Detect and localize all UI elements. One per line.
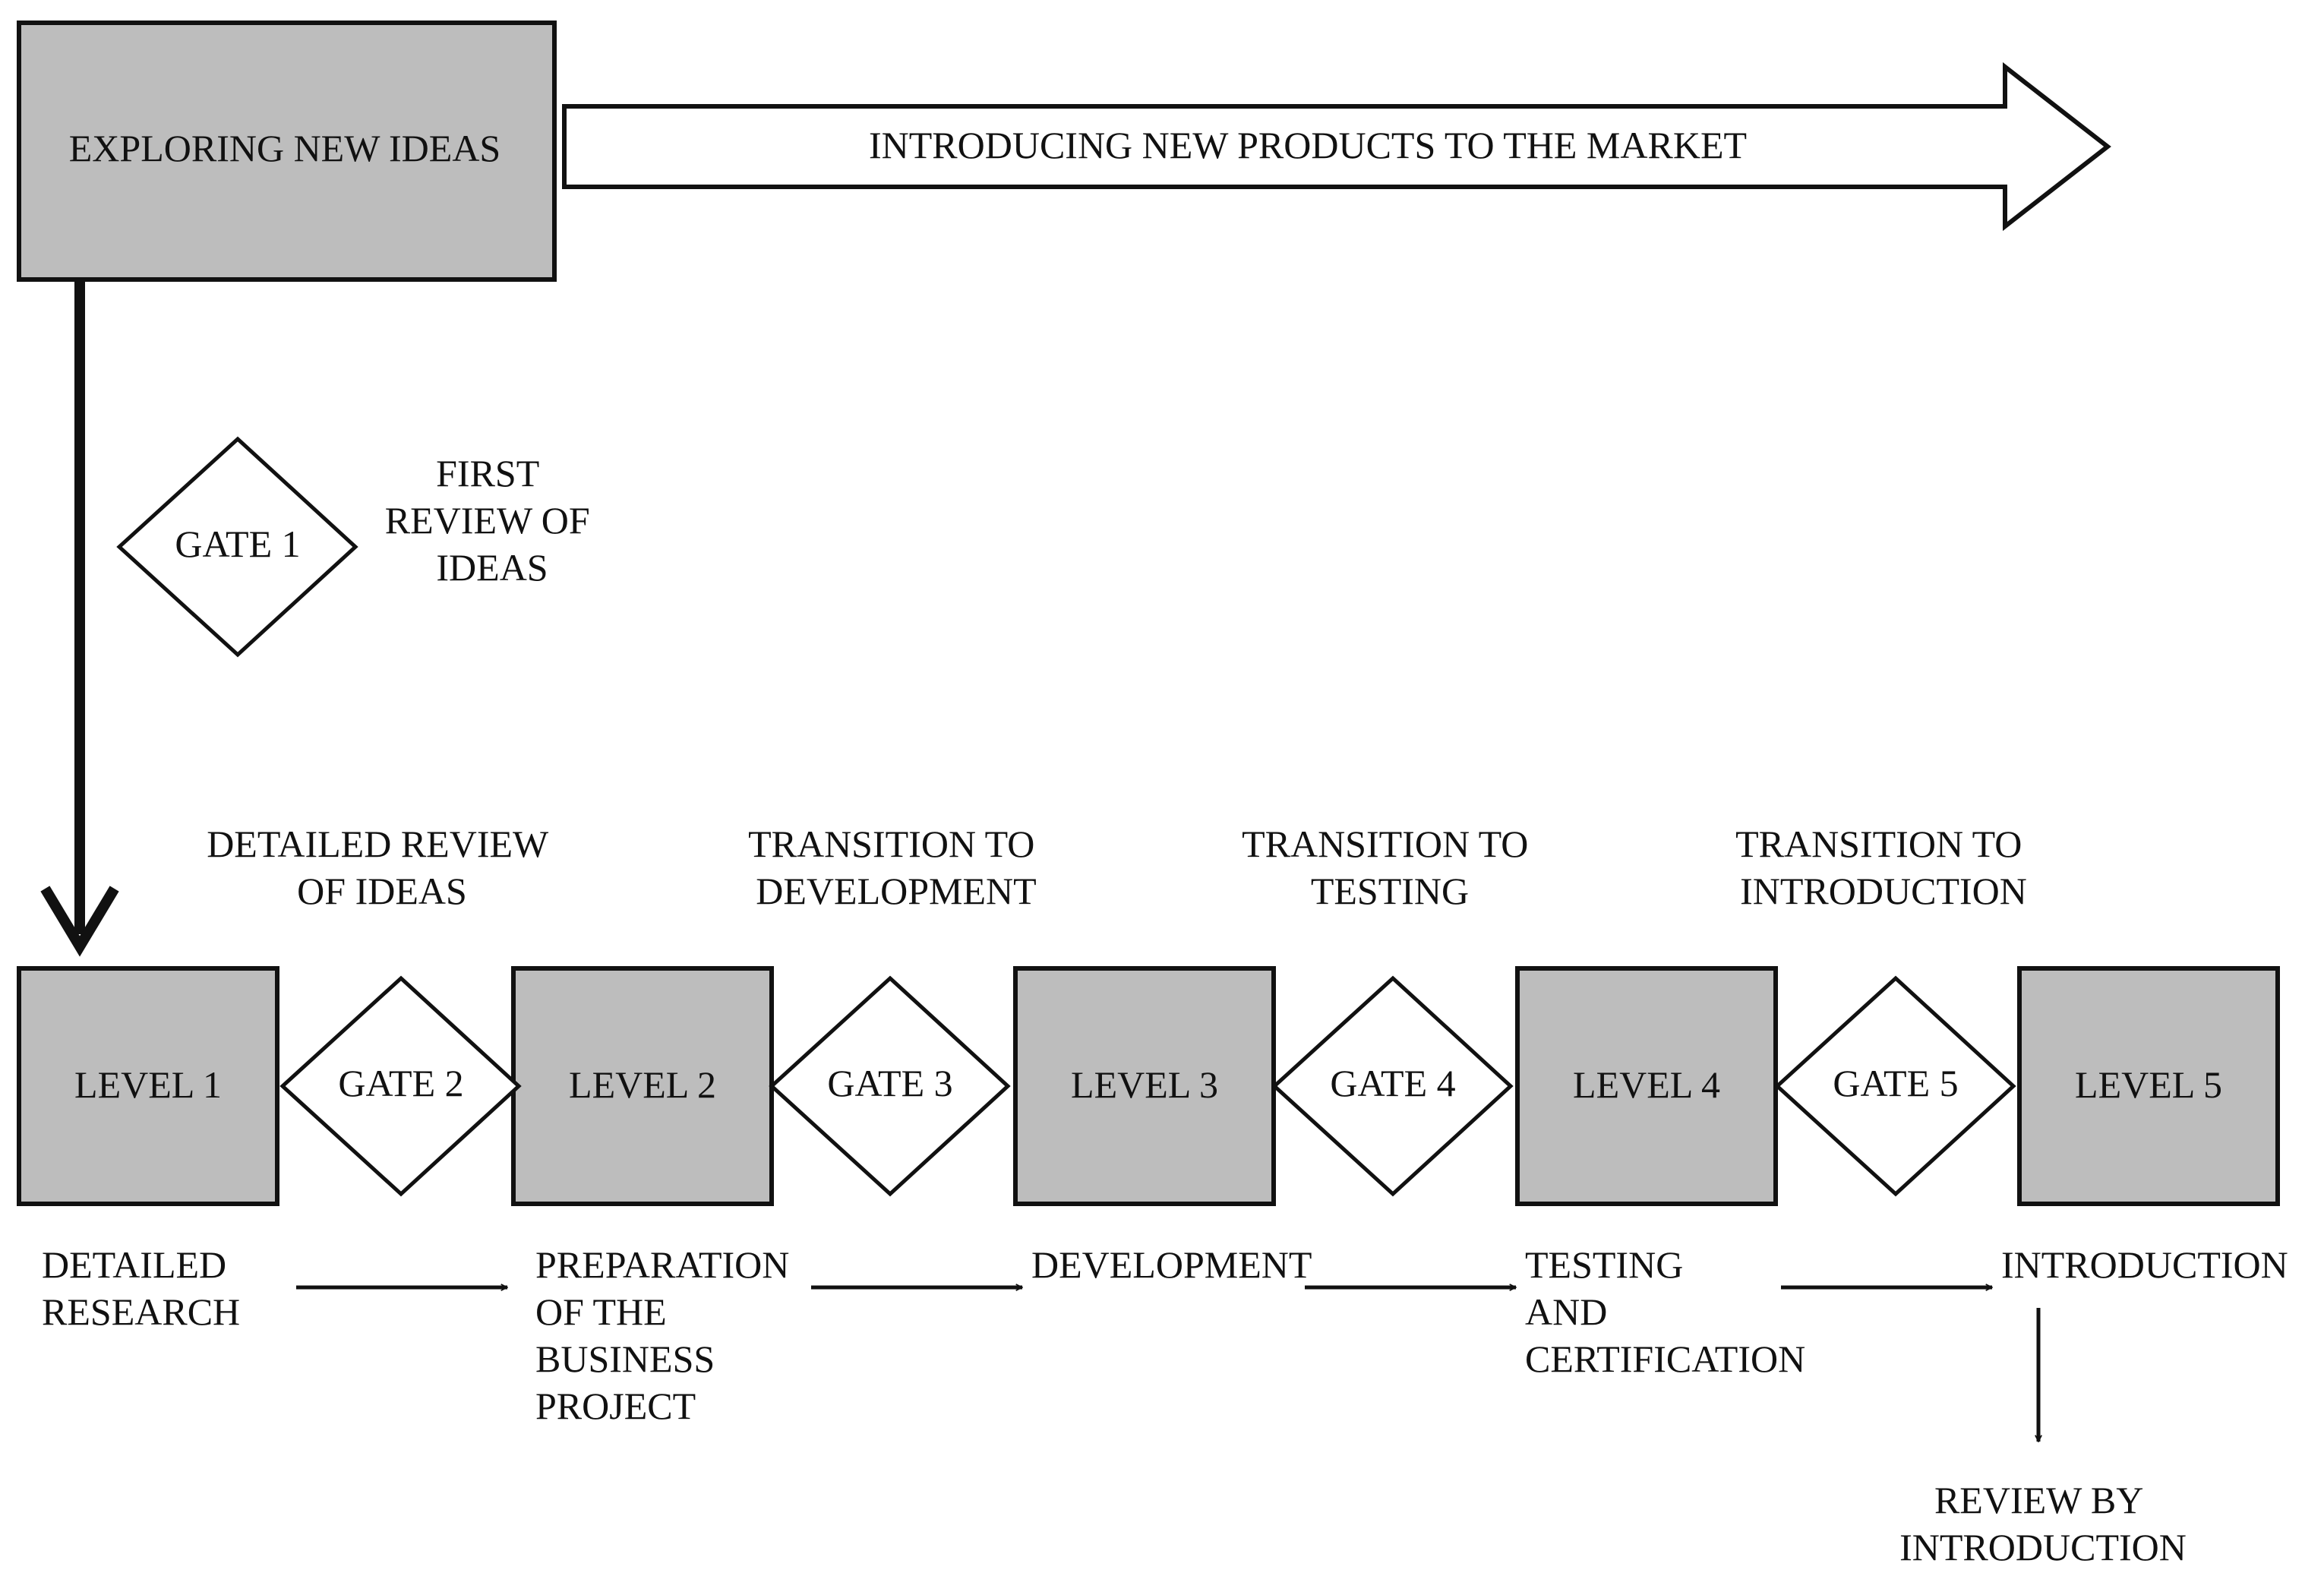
gate-2-label: GATE 2 — [338, 1062, 463, 1104]
gate-3-label: GATE 3 — [827, 1062, 952, 1104]
gate-2-diamond — [279, 975, 522, 1197]
gate-2-title: DETAILED REVIEW OF IDEAS — [207, 823, 557, 912]
gate-4-title: TRANSITION TO TESTING — [1242, 823, 1538, 912]
gate-3-diamond — [769, 975, 1011, 1197]
main-down-arrow-head — [40, 886, 119, 957]
gate-1-label: GATE 1 — [175, 523, 300, 565]
gate-5-title: TRANSITION TO INTRODUCTION — [1735, 823, 2032, 912]
gate-5-label: GATE 5 — [1833, 1062, 1958, 1104]
gate-1-note-line: IDEAS — [436, 546, 548, 589]
level-1-box — [17, 966, 279, 1206]
gate-5-diamond — [1774, 975, 2016, 1197]
exploring-box-label: EXPLORING NEW IDEAS — [69, 127, 500, 169]
stage-4-text: TESTING AND CERTIFICATION — [1525, 1243, 1805, 1380]
stage-3-text: DEVELOPMENT — [1031, 1243, 1312, 1286]
market-arrow — [562, 62, 2111, 232]
exploring-box — [17, 21, 557, 282]
level-2-box — [511, 966, 774, 1206]
level-4-box — [1515, 966, 1778, 1206]
gate-3-title: TRANSITION TO DEVELOPMENT — [748, 823, 1044, 912]
gate-1-diamond — [116, 436, 358, 658]
stage-1-text: DETAILED RESEARCH — [42, 1243, 240, 1333]
final-review-text: REVIEW BY INTRODUCTION — [1899, 1479, 2187, 1568]
stage-5-text: INTRODUCTION — [2001, 1243, 2288, 1286]
gate-1-note: FIRST REVIEW OF IDEAS — [385, 452, 599, 589]
stage-2-text: PREPARATION OF THE BUSINESS PROJECT — [535, 1243, 799, 1427]
gate-1-note-line: REVIEW OF — [385, 499, 590, 542]
market-arrow-label: INTRODUCING NEW PRODUCTS TO THE MARKET — [869, 124, 1747, 166]
level-5-box — [2017, 966, 2280, 1206]
gate-4-label: GATE 4 — [1330, 1062, 1455, 1104]
level-4-label: LEVEL 4 — [1573, 1063, 1720, 1106]
level-3-label: LEVEL 3 — [1071, 1063, 1218, 1106]
gate-1-note-line: FIRST — [436, 452, 539, 494]
level-5-label: LEVEL 5 — [2075, 1063, 2222, 1106]
level-1-label: LEVEL 1 — [74, 1063, 222, 1106]
gate-4-diamond — [1271, 975, 1514, 1197]
level-2-label: LEVEL 2 — [569, 1063, 716, 1106]
